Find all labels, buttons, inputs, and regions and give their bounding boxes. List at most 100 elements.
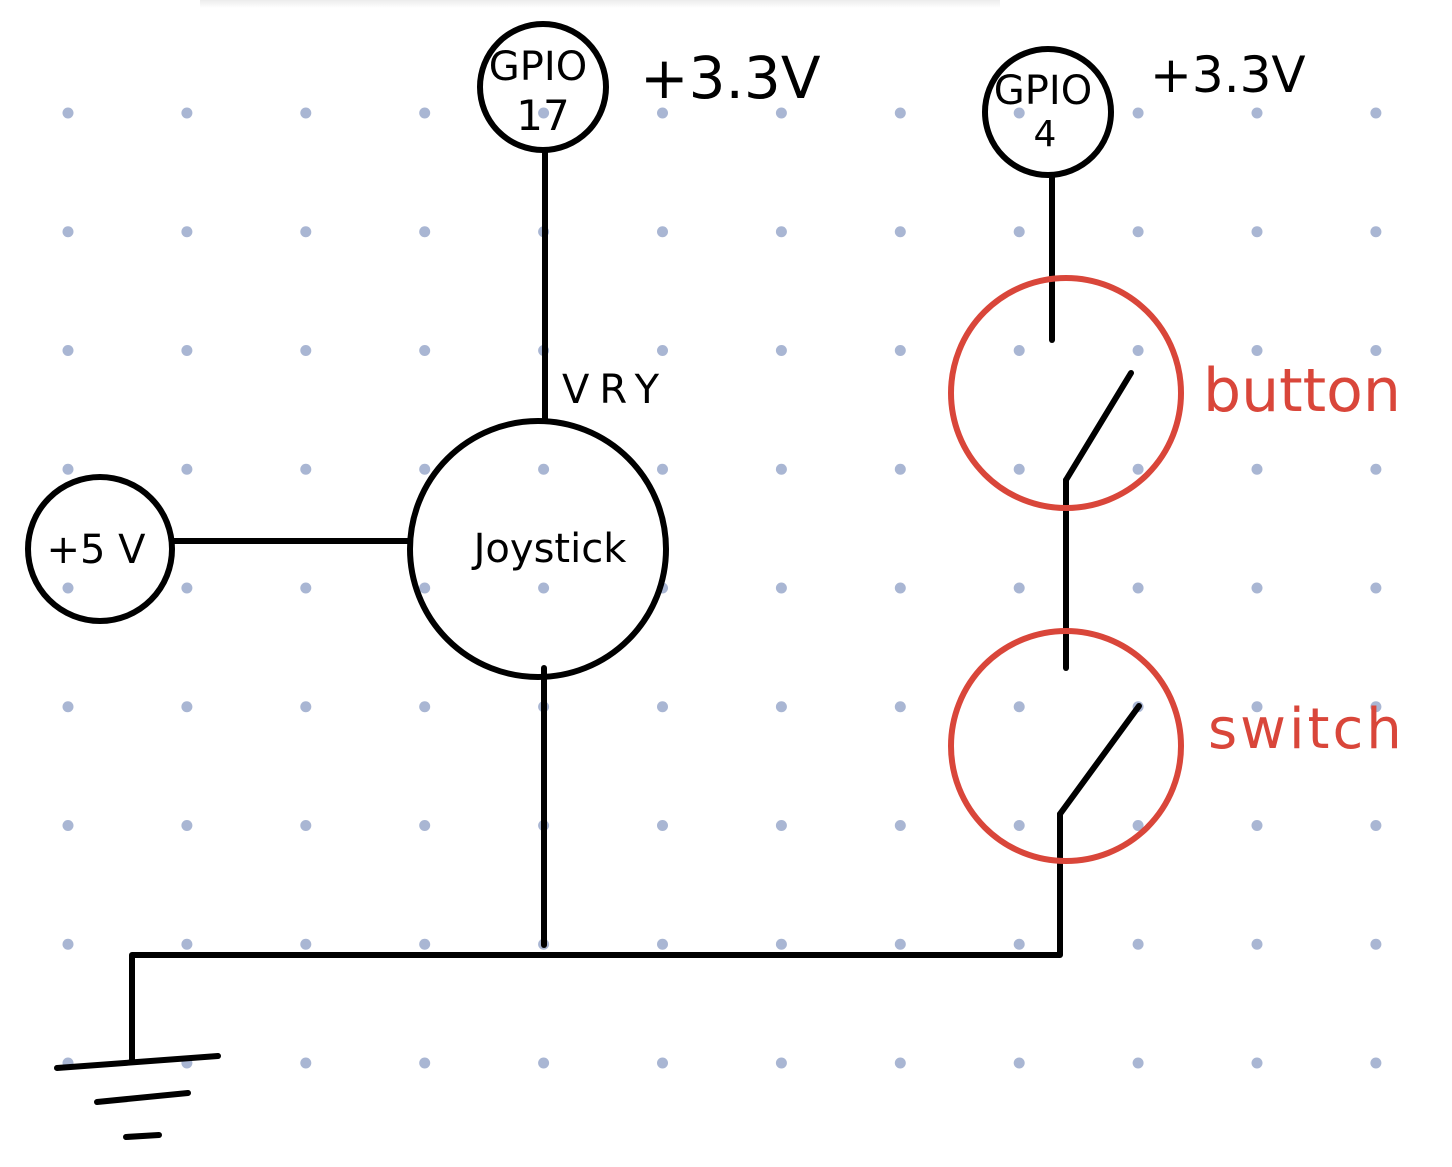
grid-dot bbox=[894, 345, 906, 356]
ground-bar-1 bbox=[54, 1053, 221, 1071]
grid-dot bbox=[894, 938, 906, 950]
grid-dot bbox=[775, 701, 787, 713]
grid-dot bbox=[1370, 1057, 1382, 1069]
grid-dot bbox=[894, 107, 906, 119]
grid-dot bbox=[181, 107, 193, 119]
grid-dot bbox=[775, 107, 787, 119]
ground-bar-3 bbox=[123, 1132, 162, 1140]
grid-dot bbox=[1370, 345, 1382, 356]
grid-dot bbox=[300, 1057, 312, 1069]
grid-dot bbox=[181, 701, 193, 713]
switch-label: switch bbox=[1208, 697, 1405, 762]
grid-dot bbox=[1370, 107, 1382, 119]
switch-contact bbox=[1057, 703, 1142, 817]
gpio17-label-line1: GPIO bbox=[489, 44, 587, 90]
grid-dot bbox=[300, 701, 312, 713]
grid-dot bbox=[300, 463, 312, 475]
grid-dot bbox=[62, 701, 74, 713]
grid-dot bbox=[62, 938, 74, 950]
grid-dot bbox=[1013, 1057, 1025, 1069]
grid-dot bbox=[775, 1057, 787, 1069]
grid-dot bbox=[1013, 820, 1025, 831]
vry-label: VRY bbox=[562, 367, 669, 413]
grid-dot bbox=[419, 938, 431, 950]
grid-dot bbox=[300, 107, 312, 119]
grid-dot bbox=[657, 226, 668, 238]
grid-dot bbox=[1013, 582, 1025, 594]
button-contact bbox=[1063, 370, 1134, 483]
grid-dot bbox=[1132, 582, 1144, 594]
grid-dot bbox=[657, 938, 668, 950]
grid-dot bbox=[775, 582, 787, 594]
grid-dot bbox=[1251, 226, 1263, 238]
button-component: button bbox=[948, 275, 1401, 511]
grid-dot bbox=[1132, 226, 1144, 238]
grid-dot bbox=[1370, 938, 1382, 950]
grid-dot bbox=[1251, 938, 1263, 950]
grid-dot bbox=[1251, 582, 1263, 594]
grid-dot bbox=[1251, 820, 1263, 831]
grid-dot bbox=[775, 345, 787, 356]
grid-dot bbox=[894, 582, 906, 594]
wires bbox=[129, 149, 1069, 1063]
grid-dot bbox=[657, 1057, 668, 1069]
grid-dot bbox=[1013, 345, 1025, 356]
grid-dot bbox=[300, 820, 312, 831]
grid-dot bbox=[657, 701, 668, 713]
grid-dot bbox=[894, 701, 906, 713]
gpio17-supply-label: +3.3V bbox=[640, 44, 821, 112]
grid-dot bbox=[62, 345, 74, 356]
plus5v-circle bbox=[25, 474, 175, 624]
grid-dot bbox=[419, 701, 431, 713]
grid-dot bbox=[1132, 463, 1144, 475]
gpio4-label-line1: GPIO bbox=[994, 68, 1092, 114]
grid-dot bbox=[1132, 820, 1144, 831]
dot-grid bbox=[62, 107, 1382, 1069]
grid-dot bbox=[62, 226, 74, 238]
joystick-circle bbox=[407, 418, 669, 680]
grid-dot bbox=[775, 820, 787, 831]
grid-dot bbox=[419, 107, 431, 119]
grid-dot bbox=[538, 463, 550, 475]
plus5v-node: +5 V bbox=[25, 474, 175, 624]
gpio4-label-line2: 4 bbox=[1034, 114, 1057, 155]
grid-dot bbox=[657, 345, 668, 356]
grid-dot bbox=[657, 107, 668, 119]
grid-dot bbox=[419, 820, 431, 831]
gpio4-circle bbox=[982, 46, 1114, 178]
grid-dot bbox=[538, 582, 550, 594]
grid-dot bbox=[775, 938, 787, 950]
grid-dot bbox=[62, 463, 74, 475]
gpio17-label-line2: 17 bbox=[516, 91, 569, 140]
gpio4-node: GPIO 4 +3.3V bbox=[982, 46, 1306, 178]
ground-symbol bbox=[54, 1053, 221, 1140]
grid-dot bbox=[1370, 463, 1382, 475]
grid-dot bbox=[300, 226, 312, 238]
grid-dot bbox=[181, 582, 193, 594]
ground-bar-2 bbox=[94, 1090, 191, 1105]
grid-dot bbox=[1251, 345, 1263, 356]
button-circle bbox=[948, 275, 1184, 511]
grid-dot bbox=[419, 226, 431, 238]
grid-dot bbox=[1370, 701, 1382, 713]
grid-dot bbox=[894, 226, 906, 238]
grid-dot bbox=[538, 107, 550, 119]
grid-dot bbox=[419, 463, 431, 475]
grid-dot bbox=[775, 463, 787, 475]
grid-dot bbox=[181, 463, 193, 475]
grid-dot bbox=[1132, 345, 1144, 356]
grid-dot bbox=[419, 345, 431, 356]
grid-dot bbox=[894, 463, 906, 475]
grid-dot bbox=[62, 582, 74, 594]
grid-dot bbox=[775, 226, 787, 238]
grid-dot bbox=[1251, 701, 1263, 713]
grid-dot bbox=[1132, 938, 1144, 950]
grid-dot bbox=[1013, 463, 1025, 475]
plus5v-label: +5 V bbox=[46, 527, 146, 573]
grid-dot bbox=[894, 820, 906, 831]
grid-dot bbox=[1013, 938, 1025, 950]
grid-dot bbox=[181, 345, 193, 356]
top-shadow bbox=[200, 0, 1000, 8]
grid-dot bbox=[419, 1057, 431, 1069]
grid-dot bbox=[538, 1057, 550, 1069]
